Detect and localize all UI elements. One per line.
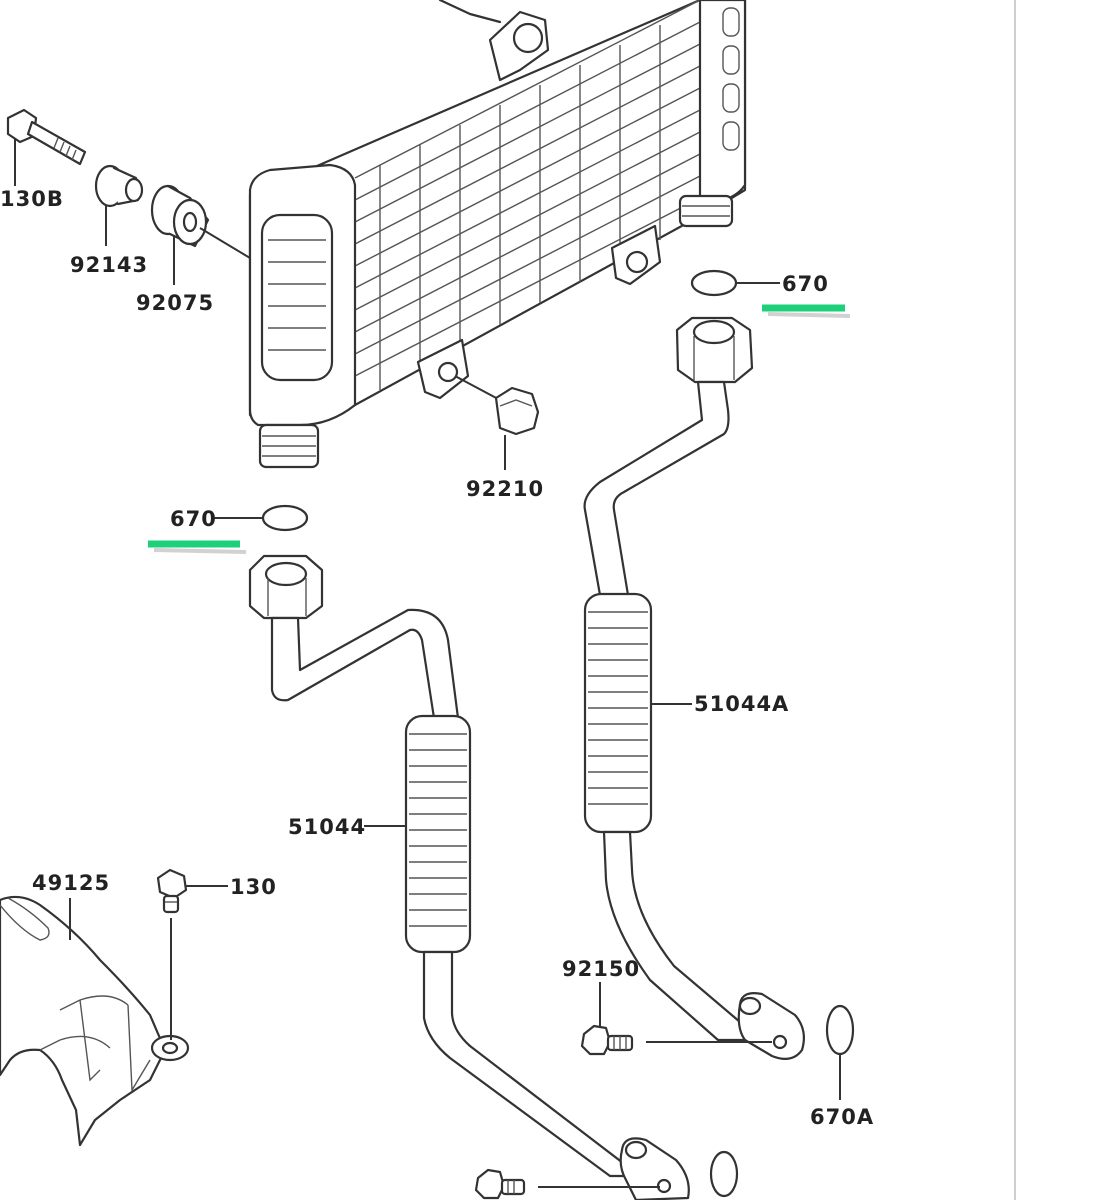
o-ring-670a: 670A [810,1004,874,1129]
label-49125: 49125 [32,871,110,895]
o-ring-bottom [709,1150,739,1198]
label-130: 130 [230,875,277,899]
bolt-92150: 92150 [562,957,772,1056]
grommet-92075: 92075 [136,184,251,315]
o-ring-670-right: 670 [690,269,851,318]
bolt-bottom [474,1168,660,1200]
collar-92143: 92143 [70,164,148,277]
bolt-130: 130 [156,868,277,1040]
label-92210: 92210 [466,477,544,501]
bolt-130b: 130B [0,108,87,211]
label-130b: 130B [0,187,64,211]
oil-hose-51044a: 51044A [583,316,805,1061]
oil-hose-51044: 51044 [248,554,690,1200]
label-670a: 670A [810,1105,874,1129]
label-92143: 92143 [70,253,148,277]
label-92150: 92150 [562,957,640,981]
o-ring-670-left: 670 [148,504,309,554]
label-670-right: 670 [782,272,829,296]
label-670-left: 670 [170,507,217,531]
label-51044: 51044 [288,815,366,839]
label-92075: 92075 [136,291,214,315]
label-51044a: 51044A [694,692,789,716]
oil-cooler [248,0,747,469]
cover-49125: 49125 [0,871,190,1147]
nut-92210: 92210 [454,375,544,501]
